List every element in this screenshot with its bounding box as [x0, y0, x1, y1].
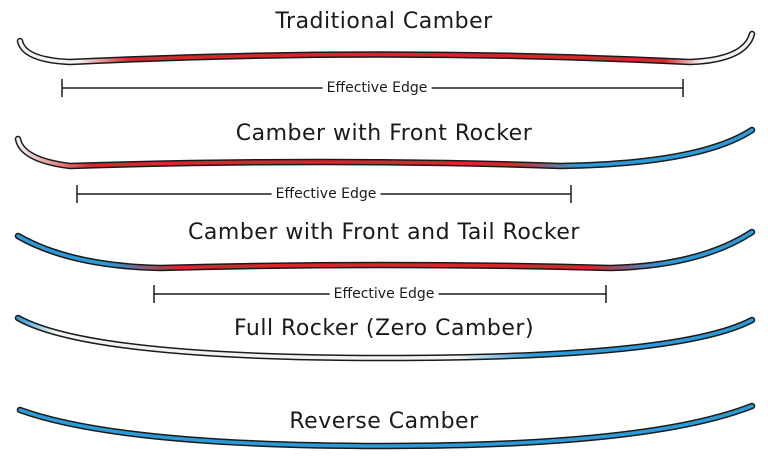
- ski-full-rocker: [14, 314, 756, 362]
- title-traditional-camber: Traditional Camber: [275, 9, 493, 34]
- title-full-rocker: Full Rocker (Zero Camber): [233, 316, 535, 341]
- ski-camber-front-rocker: [14, 126, 756, 170]
- ski-base-color: [16, 128, 754, 168]
- ski-base-color: [16, 230, 754, 270]
- title-camber-front-rocker: Camber with Front Rocker: [235, 121, 533, 146]
- ski-traditional-camber: [16, 30, 756, 66]
- ski-camber-front-tail-rocker: [14, 228, 756, 272]
- ski-base-color: [18, 404, 754, 448]
- title-camber-front-tail-rocker: Camber with Front and Tail Rocker: [188, 220, 580, 245]
- ski-reverse-camber: [16, 402, 756, 450]
- ski-base-color: [18, 32, 754, 64]
- ski-base-color: [16, 316, 754, 360]
- effective-edge-label-3: Effective Edge: [329, 286, 439, 302]
- effective-edge-label-1: Effective Edge: [322, 80, 432, 96]
- effective-edge-label-2: Effective Edge: [271, 186, 381, 202]
- title-reverse-camber: Reverse Camber: [289, 409, 479, 434]
